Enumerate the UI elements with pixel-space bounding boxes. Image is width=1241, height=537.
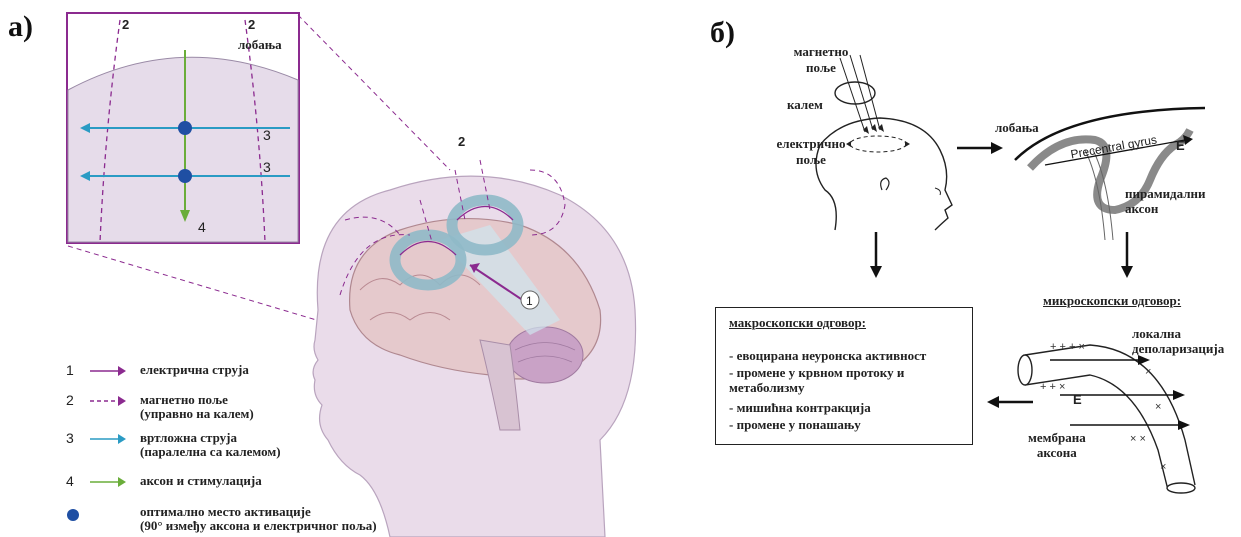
depolarization-label: локална деполаризација [1132,326,1224,356]
head-num-1: 1 [526,294,533,308]
macro-item: - промене у понашању [729,417,861,433]
macro-item: - евоцирана неуронска активност [729,348,926,364]
svg-text:×: × [1145,366,1151,378]
legend-label: магнетно поље (управно на калем) [140,393,254,421]
macro-title: макроскопски одговор: [729,315,866,331]
macro-item: - промене у крвном протоку и метаболизму [729,365,904,395]
legend-num: 4 [66,473,74,489]
svg-text:×: × [1155,401,1161,413]
magnetic-field-label: магнетно поље [786,44,856,76]
solid-arrow-icon [88,364,128,378]
legend-label: електрична струја [140,363,249,377]
micro-title: микроскопски одговор: [1043,293,1181,309]
head-num-2: 2 [458,134,465,149]
electric-field-label: електрично поље [766,136,856,168]
axon-membrane-label: мембрана аксона [1028,430,1086,460]
macro-item: - мишићна контракција [729,400,871,416]
arrow-right-icon [955,138,1005,158]
skull-label-b: лобања [995,120,1039,136]
field-e-label: E [1176,138,1185,153]
svg-text:× ×: × × [1130,433,1146,445]
svg-text:+ + ×: + + × [1040,381,1065,393]
legend-label: аксон и стимулација [140,474,262,488]
coil-label: калем [787,97,823,113]
macro-response-box: макроскопски одговор: - евоцирана неурон… [715,307,973,445]
dashed-arrow-icon [88,394,128,408]
arrow-down-icon [866,232,886,280]
solid-arrow-icon [88,432,128,446]
arrow-left-icon [985,392,1035,412]
legend-num: 2 [66,392,74,408]
legend-num: 3 [66,430,74,446]
panel-b-label: б) [710,16,735,50]
pyramidal-axon-label: пирамидални аксон [1125,186,1206,216]
dot-icon [66,508,80,522]
svg-text:×: × [1160,461,1166,473]
panel-a-label: а) [8,10,33,44]
legend-label: вртложна струја (паралелна са калемом) [140,431,281,459]
solid-arrow-icon [88,475,128,489]
svg-text:+ + + ×: + + + × [1050,341,1085,353]
arrow-down-icon [1117,232,1137,280]
micro-field-e-label: E [1073,392,1082,407]
legend-num: 1 [66,362,74,378]
legend-label: оптимално место активације (90° између а… [140,505,377,533]
